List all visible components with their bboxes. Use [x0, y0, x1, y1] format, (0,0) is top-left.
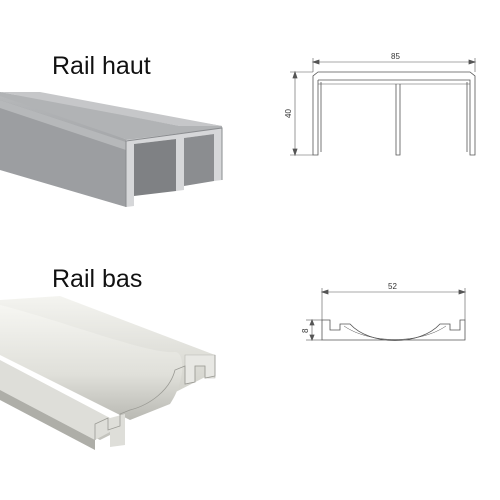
rail-haut-title: Rail haut	[52, 52, 151, 80]
rail-haut-3d-illustration	[0, 92, 223, 207]
rail-haut-height-label: 40	[284, 109, 293, 118]
rail-haut-technical-drawing	[290, 58, 477, 157]
rail-bas-3d-illustration	[0, 296, 216, 450]
rail-bas-height-label: 8	[301, 328, 310, 333]
rail-bas-title: Rail bas	[52, 265, 143, 293]
rail-bas-width-label: 52	[388, 282, 397, 291]
rail-bas-technical-drawing	[306, 288, 467, 342]
rail-haut-width-label: 85	[391, 52, 400, 61]
